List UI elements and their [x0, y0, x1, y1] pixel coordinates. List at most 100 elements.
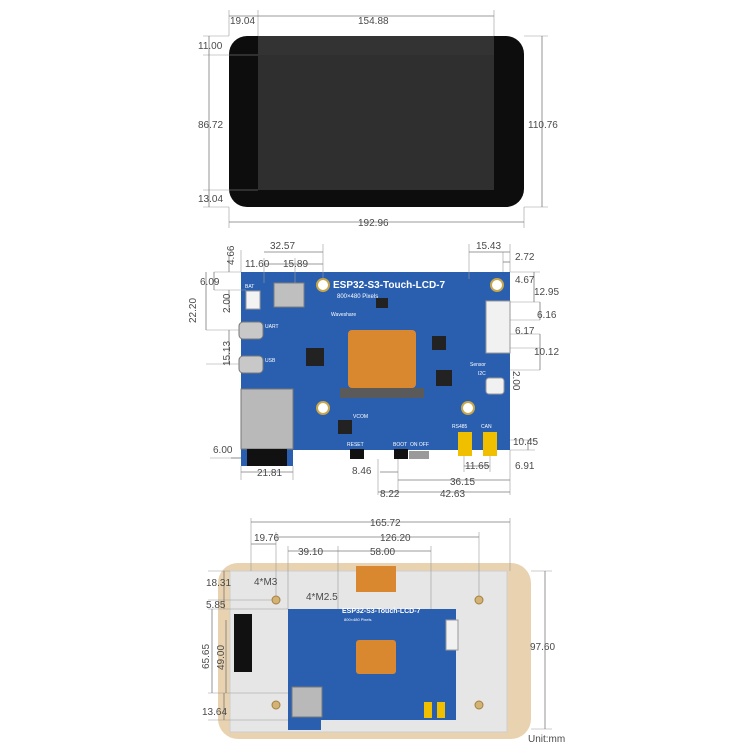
reset-button: [350, 449, 364, 459]
dim-board-6-16: 6.16: [537, 310, 557, 321]
dim-front-19-04: 19.04: [230, 16, 255, 27]
usb-c-port-usb: [238, 355, 264, 374]
label-m3-holes: 4*M3: [254, 577, 278, 588]
mount-hole: [316, 401, 330, 415]
ic-chip: [436, 370, 452, 386]
boot-button: [394, 449, 408, 459]
board-view: ESP32-S3-Touch-LCD-7 800×480 Pixels Wave…: [188, 241, 559, 500]
dim-back-97-60: 97.60: [530, 642, 555, 653]
dim-board-6-17: 6.17: [515, 326, 535, 337]
m3-hole: [271, 700, 281, 710]
i2c-connector: [485, 377, 505, 395]
dim-board-10-45: 10.45: [513, 437, 538, 448]
board-title: ESP32-S3-Touch-LCD-7: [333, 280, 445, 291]
back-view: ESP32-S3-Touch-LCD-7 800×480 Pixels 165.…: [201, 518, 555, 739]
dim-back-13-64: 13.64: [202, 707, 227, 718]
back-board-fpc: [356, 640, 396, 674]
dim-board-4-66: 4.66: [226, 245, 237, 265]
dim-board-10-12: 10.12: [534, 347, 559, 358]
label-m2-5-holes: 4*M2.5: [306, 592, 338, 603]
brand-logo: Waveshare: [331, 312, 356, 318]
mount-hole: [461, 401, 475, 415]
dim-board-6-09: 6.09: [200, 277, 220, 288]
m3-hole: [474, 700, 484, 710]
silk-i2c: I2C: [478, 371, 486, 377]
back-jumper: [437, 702, 445, 718]
dim-board-32-57: 32.57: [270, 241, 295, 252]
m3-hole: [474, 595, 484, 605]
silk-rs485: RS485: [452, 424, 468, 430]
ic-chip: [338, 420, 352, 434]
esp32-module: [240, 388, 294, 450]
ic-chip: [432, 336, 446, 350]
dim-board-2-00-left: 2.00: [222, 293, 233, 313]
dim-front-86-72: 86.72: [198, 120, 223, 131]
dim-front-11-00: 11.00: [198, 41, 223, 52]
lcd-active-area: [258, 55, 494, 190]
dim-back-49-00: 49.00: [216, 645, 227, 670]
dim-board-6-00: 6.00: [213, 445, 233, 456]
dim-board-21-81: 21.81: [257, 468, 282, 479]
dim-board-11-65: 11.65: [465, 461, 490, 472]
back-fpc: [356, 566, 396, 592]
silk-uart: UART: [265, 324, 279, 330]
dim-board-36-15: 36.15: [450, 477, 475, 488]
dim-board-15-89: 15.89: [283, 259, 308, 270]
silk-boot: BOOT: [393, 442, 407, 448]
usb-c-port-uart: [238, 321, 264, 340]
back-header: [445, 619, 459, 651]
dim-board-42-63: 42.63: [440, 489, 465, 500]
silk-reset: RESET: [347, 442, 364, 448]
top-strip: [258, 36, 494, 55]
dim-back-18-31: 18.31: [206, 578, 231, 589]
dim-front-192-96: 192.96: [358, 218, 389, 229]
sd-card-slot: [273, 282, 305, 308]
dim-back-19-76: 19.76: [254, 533, 279, 544]
dim-board-8-46: 8.46: [352, 466, 372, 477]
dim-back-65-65: 65.65: [201, 644, 212, 669]
board-resolution: 800×480 Pixels: [337, 294, 378, 300]
dim-back-126-20: 126.20: [380, 533, 411, 544]
dim-back-165-72: 165.72: [370, 518, 401, 529]
dim-front-154-88: 154.88: [358, 16, 389, 27]
dim-front-13-04: 13.04: [198, 194, 223, 205]
header-connector: [485, 300, 511, 354]
battery-connector: [245, 290, 261, 310]
back-esp32-module: [291, 686, 323, 718]
dim-board-11-60: 11.60: [245, 259, 270, 270]
mount-hole: [316, 278, 330, 292]
dim-board-2-00-right: 2.00: [510, 371, 521, 391]
dim-back-58-00: 58.00: [370, 547, 395, 558]
module-antenna: [247, 449, 287, 466]
ic-chip: [376, 298, 388, 308]
silk-can: CAN: [481, 424, 492, 430]
dim-board-4-67: 4.67: [515, 275, 535, 286]
back-board-resolution: 800×480 Pixels: [344, 617, 371, 622]
dim-back-39-10: 39.10: [298, 547, 323, 558]
silk-sensor: Sensor: [470, 362, 486, 368]
back-board-title: ESP32-S3-Touch-LCD-7: [342, 608, 421, 615]
silk-usb: USB: [265, 358, 276, 364]
back-jumper: [424, 702, 432, 718]
fpc-connector: [340, 388, 424, 398]
ic-chip: [306, 348, 324, 366]
dim-back-5-85: 5.85: [206, 600, 226, 611]
dim-board-15-43: 15.43: [476, 241, 501, 252]
jumper-yellow: [458, 432, 472, 456]
silk-vcom: VCOM: [353, 414, 368, 420]
silk-battery: BAT: [245, 284, 254, 290]
dim-board-2-72: 2.72: [515, 252, 535, 263]
units-label: Unit:mm: [528, 734, 565, 745]
dim-board-6-91: 6.91: [515, 461, 535, 472]
silk-power-switch: ON OFF: [410, 442, 429, 448]
m3-hole: [271, 595, 281, 605]
back-cutout: [234, 614, 252, 672]
dim-front-110-76: 110.76: [528, 120, 558, 131]
mount-hole: [490, 278, 504, 292]
dim-board-15-13: 15.13: [222, 341, 233, 366]
front-view: 19.04 154.88 11.00 86.72 13.04 192.96 11…: [198, 10, 558, 229]
dim-board-8-22: 8.22: [380, 489, 400, 500]
jumper-yellow: [483, 432, 497, 456]
dim-board-12-95: 12.95: [534, 287, 559, 298]
